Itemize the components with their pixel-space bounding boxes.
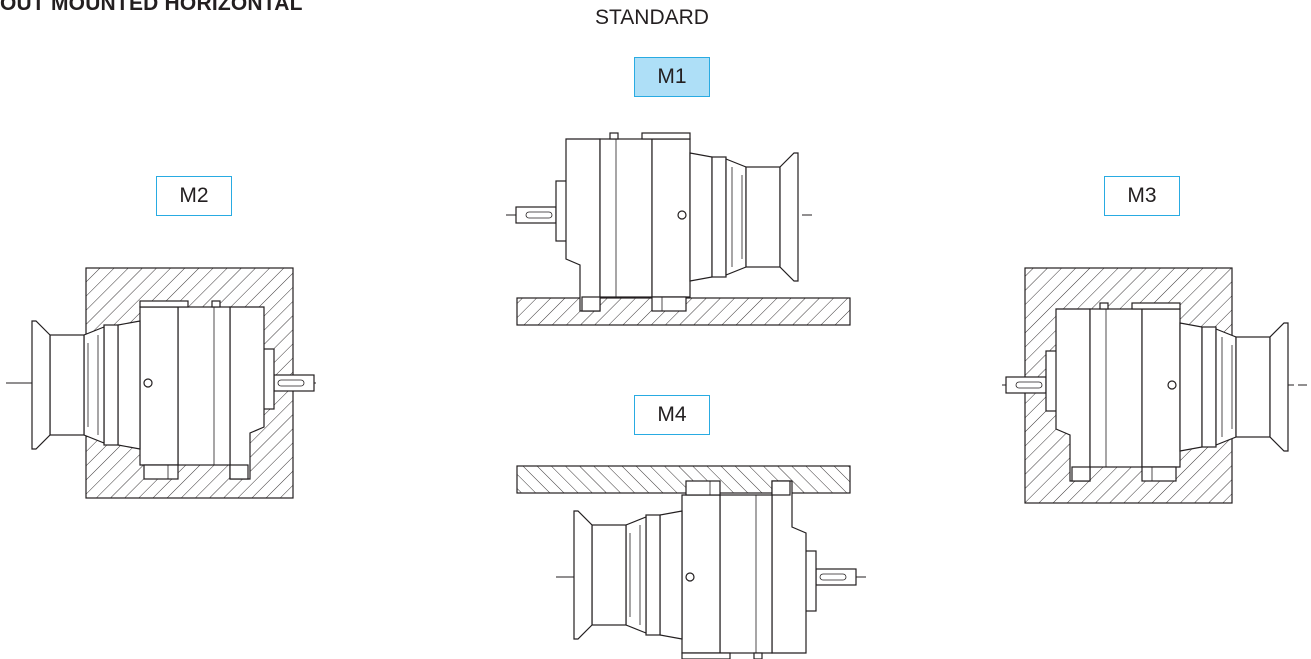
mounting-plate-m4: [516, 465, 851, 494]
position-tag-m4[interactable]: M4: [634, 395, 710, 435]
standard-label: STANDARD: [595, 6, 709, 29]
position-tag-m3[interactable]: M3: [1104, 176, 1180, 216]
position-tag-m2[interactable]: M2: [156, 176, 232, 216]
position-tag-m1[interactable]: M1: [634, 57, 710, 97]
gearbox-m1: [506, 132, 851, 326]
gearbox-m2: [6, 267, 316, 499]
gearbox-m3: [1002, 267, 1307, 504]
page-title: OUT MOUNTED HORIZONTAL: [0, 0, 303, 15]
gearbox-m4: [516, 465, 866, 659]
